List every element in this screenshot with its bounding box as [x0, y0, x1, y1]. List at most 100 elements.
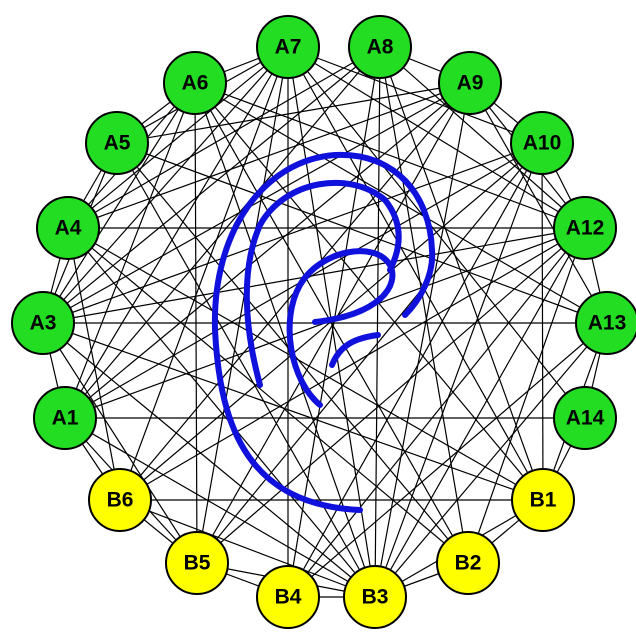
edge-a7-a1: [64, 46, 289, 419]
edge-a3-a10: [42, 142, 543, 324]
node-label: B4: [275, 586, 302, 609]
edge-b5-a12: [196, 227, 586, 564]
edge-a4-b2: [67, 227, 469, 564]
node-circle: [553, 386, 617, 450]
node-b5: B5: [165, 531, 229, 595]
node-label: A13: [588, 312, 627, 335]
node-label: B1: [530, 489, 557, 512]
node-circle: [165, 531, 229, 595]
edge-a5-a9: [116, 82, 471, 144]
node-circle: [36, 196, 100, 260]
node-a13: A13: [575, 291, 636, 355]
node-a6: A6: [163, 51, 227, 115]
node-a3: A3: [11, 291, 75, 355]
edge-b3-a12: [374, 227, 586, 598]
node-circle: [438, 51, 502, 115]
node-circle: [85, 111, 149, 175]
edge-a4-b6: [67, 227, 121, 501]
edge-a5-b3: [116, 142, 376, 598]
node-circle: [256, 15, 320, 79]
edge-a7-a10: [287, 46, 543, 144]
edge-a3-b3: [42, 322, 376, 598]
node-circle: [511, 468, 575, 532]
node-label: B2: [455, 552, 482, 575]
node-circle: [33, 386, 97, 450]
edge-a7-b5: [196, 46, 289, 564]
edge-a8-a12: [379, 46, 586, 229]
node-label: A12: [566, 217, 605, 240]
edge-b3-a13: [374, 322, 608, 598]
blue-curve-second: [243, 179, 402, 388]
edge-b3-a10: [374, 142, 543, 598]
edge-a5-a13: [116, 142, 608, 324]
node-a5: A5: [85, 111, 149, 175]
node-label: A5: [104, 132, 131, 155]
node-circle: [343, 565, 407, 629]
node-a9: A9: [438, 51, 502, 115]
edge-a6-a1: [64, 82, 196, 419]
edge-b4-a10: [287, 142, 543, 598]
node-label: B5: [184, 552, 211, 575]
node-label: A8: [367, 36, 394, 59]
edge-a4-a9: [67, 82, 471, 229]
edge-b2-a12: [467, 227, 586, 564]
node-circle: [88, 468, 152, 532]
edge-a3-b5: [42, 322, 198, 564]
node-b6: B6: [88, 468, 152, 532]
edge-b5-a10: [196, 142, 543, 564]
blue-curve-inner: [329, 332, 381, 368]
node-label: A10: [523, 132, 562, 155]
node-a12: A12: [553, 196, 617, 260]
node-circle: [553, 196, 617, 260]
edge-b2-a8: [379, 46, 469, 564]
edge-a6-a3: [42, 82, 196, 324]
edge-a7-a3: [42, 46, 289, 324]
node-circle: [256, 565, 320, 629]
node-b3: B3: [343, 565, 407, 629]
node-label: A9: [457, 72, 484, 95]
node-circle: [510, 111, 574, 175]
node-a4: A4: [36, 196, 100, 260]
node-label: A6: [182, 72, 209, 95]
node-b4: B4: [256, 565, 320, 629]
edge-b6-b3: [119, 499, 376, 598]
edge-b3-a8: [374, 46, 381, 598]
edge-a4-b1: [67, 227, 544, 501]
edge-a3-a9: [42, 82, 471, 324]
node-a1: A1: [33, 386, 97, 450]
edge-a7-b6: [119, 46, 289, 501]
edges-layer: [42, 46, 608, 598]
edge-a6-a13: [194, 82, 608, 324]
edge-b4-a13: [287, 322, 608, 598]
node-b2: B2: [436, 531, 500, 595]
edge-a1-a8: [64, 46, 381, 419]
edge-a6-b1: [194, 82, 544, 501]
node-label: A14: [566, 407, 605, 430]
edge-a4-b3: [67, 227, 376, 598]
node-label: B3: [362, 586, 389, 609]
node-label: A1: [52, 407, 79, 430]
node-label: A3: [30, 312, 57, 335]
node-circle: [11, 291, 75, 355]
edge-a3-b1: [42, 322, 544, 501]
node-label: B6: [107, 489, 134, 512]
curves-layer: [211, 151, 436, 513]
node-circle: [163, 51, 227, 115]
node-a10: A10: [510, 111, 574, 175]
edge-a1-a9: [64, 82, 471, 419]
edge-a7-b1: [287, 46, 544, 501]
node-a14: A14: [553, 386, 617, 450]
edge-b4-a12: [287, 227, 586, 598]
node-label: A7: [275, 36, 302, 59]
edge-b6-a12: [119, 227, 586, 501]
edge-a3-a8: [42, 46, 381, 324]
node-circle: [348, 15, 412, 79]
blue-curve-third: [286, 248, 396, 408]
node-a8: A8: [348, 15, 412, 79]
edge-a9-a13: [469, 82, 608, 324]
edge-a4-a8: [67, 46, 381, 229]
node-circle: [436, 531, 500, 595]
node-a7: A7: [256, 15, 320, 79]
